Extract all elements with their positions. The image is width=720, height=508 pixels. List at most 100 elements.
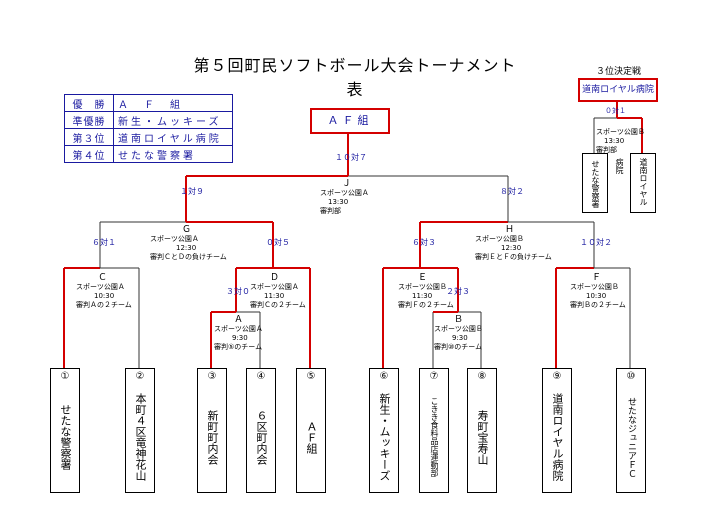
match-venue: スポーツ公園Ｂ: [398, 283, 447, 291]
team-number: ④: [256, 371, 266, 382]
match-time: 12:30: [176, 244, 197, 252]
match-referee: 審判Ａの２チーム: [76, 301, 132, 309]
result-row: 準優勝新生・ムッキーズ: [64, 111, 233, 129]
team-number: ②: [135, 371, 145, 382]
match-time: 11:30: [264, 292, 285, 300]
team-name: 寿町宝寿山: [476, 409, 489, 465]
match-a: Ａ スポーツ公園Ａ 9:30 審判⑤のチーム: [214, 316, 263, 352]
match-referee: 審判部: [320, 207, 341, 215]
match-referee: 審判⑩のチーム: [434, 343, 483, 351]
team-name: 新町町内会: [206, 409, 219, 465]
champion-box: ＡＦ組: [310, 108, 390, 134]
match-f: Ｆ スポーツ公園Ｂ 10:30 審判Ｂの２チーム: [570, 274, 626, 310]
match-score: ０対５: [266, 238, 290, 247]
team-box: ⑨ 道南ロイヤル病院: [542, 368, 572, 493]
match-venue: スポーツ公園Ｂ: [570, 283, 619, 291]
match-label: Ｂ: [454, 315, 464, 325]
match-g: Ｇ スポーツ公園Ａ 12:30 審判ＣとＤの負けチーム: [150, 226, 227, 262]
team-box: ⑦ こきき食料品店運動部: [419, 368, 449, 493]
match-label: Ａ: [234, 315, 244, 325]
team-name: せたなジュニアＦＣ: [626, 396, 636, 478]
team-name: 新生・ムッキーズ: [378, 393, 391, 481]
match-label: Ｄ: [270, 273, 280, 283]
team-name: 本町４区竜神花山: [134, 393, 147, 481]
team-name: せたな警察署: [59, 404, 72, 470]
match-h: Ｈ スポーツ公園Ｂ 12:30 審判ＥとＦの負けチーム: [475, 226, 552, 262]
team-name: せたな警察署: [591, 160, 600, 208]
team-name: ６区町内会: [255, 409, 268, 465]
result-team: せたな警察署: [113, 145, 233, 163]
team-number: ⑧: [477, 371, 487, 382]
team-name: ＡＦ組: [305, 420, 318, 454]
team-box: ⑤ ＡＦ組: [296, 368, 326, 493]
match-label: Ｈ: [505, 225, 515, 235]
team-number: ⑨: [552, 371, 562, 382]
match-time: 9:30: [452, 334, 468, 342]
match-score: ３対０: [226, 287, 250, 296]
team-name: 道南ロイヤル病院: [615, 158, 648, 206]
match-venue: スポーツ公園Ａ: [214, 325, 263, 333]
team-number: ⑥: [379, 371, 389, 382]
match-time: 9:30: [232, 334, 248, 342]
match-score: １０対２: [580, 238, 612, 247]
team-number: ③: [207, 371, 217, 382]
match-venue: スポーツ公園Ａ: [150, 235, 199, 243]
match-referee: 審判ＣとＤの負けチーム: [150, 253, 227, 261]
third-place-time: 13:30: [604, 137, 625, 145]
match-referee: 審判Ｆの２チーム: [398, 301, 454, 309]
match-referee: 審判⑤のチーム: [214, 343, 263, 351]
team-name: 道南ロイヤル病院: [551, 393, 564, 481]
team-box: ① せたな警察署: [50, 368, 80, 493]
match-venue: スポーツ公園Ａ: [76, 283, 125, 291]
third-place-match: スポーツ公園Ｂ 13:30 審判部: [596, 128, 645, 155]
match-label: Ｃ: [98, 273, 108, 283]
third-place-venue: スポーツ公園Ｂ: [596, 128, 645, 136]
match-label: Ｆ: [592, 273, 602, 283]
match-venue: スポーツ公園Ａ: [250, 283, 299, 291]
third-place-referee: 審判部: [596, 146, 617, 154]
result-row: 第４位せたな警察署: [64, 145, 233, 163]
match-time: 10:30: [94, 292, 115, 300]
match-label: Ｊ: [342, 179, 352, 189]
match-venue: スポーツ公園Ｂ: [475, 235, 524, 243]
team-box: ③ 新町町内会: [197, 368, 227, 493]
team-number: ①: [60, 371, 70, 382]
match-score: １対９: [180, 187, 204, 196]
match-time: 12:30: [501, 244, 522, 252]
page-title: 第５回町民ソフトボール大会トーナメント表: [193, 56, 517, 99]
match-score: ２対３: [446, 287, 470, 296]
team-number: ⑩: [626, 371, 636, 382]
match-time: 10:30: [586, 292, 607, 300]
team-box: ⑩ せたなジュニアＦＣ: [616, 368, 646, 493]
match-label: Ｅ: [418, 273, 428, 283]
match-d: Ｄ スポーツ公園Ａ 11:30 審判Ｃの２チーム: [250, 274, 306, 310]
team-number: ⑦: [429, 371, 439, 382]
team-box: ② 本町４区竜神花山: [125, 368, 155, 493]
result-rank: 第４位: [64, 145, 114, 163]
third-place-team-left: せたな警察署: [582, 153, 608, 213]
team-box: ⑥ 新生・ムッキーズ: [369, 368, 399, 493]
match-label: Ｇ: [182, 225, 192, 235]
match-score: １０対７: [335, 153, 367, 162]
match-venue: スポーツ公園Ｂ: [434, 325, 483, 333]
match-e: Ｅ スポーツ公園Ｂ 11:30 審判Ｆの２チーム: [398, 274, 454, 310]
match-score: ６対３: [412, 238, 436, 247]
match-score: ８対２: [500, 187, 524, 196]
team-box: ④ ６区町内会: [246, 368, 276, 493]
match-time: 11:30: [412, 292, 433, 300]
match-c: Ｃ スポーツ公園Ａ 10:30 審判Ａの２チーム: [76, 274, 132, 310]
match-referee: 審判Ｃの２チーム: [250, 301, 306, 309]
team-name: こきき食料品店運動部: [430, 397, 439, 477]
third-place-score: ０対１: [605, 107, 626, 115]
team-number: ⑤: [306, 371, 316, 382]
match-referee: 審判Ｂの２チーム: [570, 301, 626, 309]
match-score: ６対１: [92, 238, 116, 247]
third-place-label: ３位決定戦: [596, 67, 642, 77]
match-referee: 審判ＥとＦの負けチーム: [475, 253, 552, 261]
match-venue: スポーツ公園Ａ: [320, 189, 369, 197]
team-box: ⑧ 寿町宝寿山: [467, 368, 497, 493]
